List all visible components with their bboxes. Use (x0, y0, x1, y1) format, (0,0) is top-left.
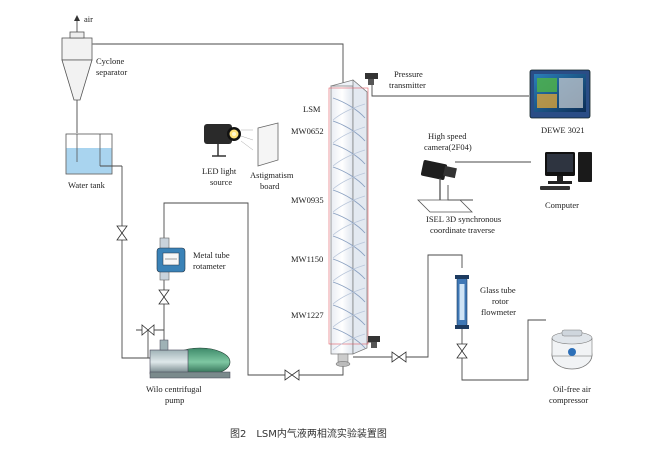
helical-vane-back (332, 333, 366, 351)
pressure-transmitter-bottom (368, 336, 380, 348)
led-label-1: LED light (202, 166, 237, 176)
astigmatism-board (240, 122, 279, 167)
helical-vane-back (332, 218, 366, 236)
dewe-3021-unit (529, 69, 591, 119)
pressure-transmitter-top (365, 73, 378, 85)
camera-label-2: camera(2F04) (424, 142, 472, 152)
pump-label-1: Wilo centrifugal (146, 384, 202, 394)
valve-compressor (456, 343, 468, 359)
cyclone-separator (61, 31, 96, 101)
valve-column-inlet (284, 369, 300, 381)
valve-bypass (141, 324, 155, 336)
helical-vane (332, 258, 366, 280)
pressure-label-2: transmitter (389, 80, 426, 90)
water-tank-label: Water tank (68, 180, 106, 190)
camera-label-1: High speed (428, 131, 467, 141)
helical-vane-back (332, 264, 366, 282)
helical-vane-back (332, 195, 366, 213)
cyclone-label-2: separator (96, 67, 127, 77)
valves (116, 225, 468, 381)
lsm-column (328, 79, 369, 367)
helical-vane (332, 189, 366, 211)
helical-vanes (332, 97, 366, 351)
glass-label-1: Glass tube (480, 285, 516, 295)
isel-label-1: ISEL 3D synchronous (426, 214, 501, 224)
helical-vane-back (332, 172, 366, 190)
valve-rotameter (158, 289, 170, 305)
computer-label: Computer (545, 200, 579, 210)
wilo-centrifugal-pump (149, 339, 231, 379)
led-label-2: source (210, 177, 232, 187)
cyclone-label-1: Cyclone (96, 56, 125, 66)
helical-vane (332, 97, 366, 119)
helical-vane (332, 143, 366, 165)
glass-label-2: rotor (492, 296, 509, 306)
mw0652-label: MW0652 (291, 126, 324, 136)
led-light-source (204, 124, 241, 157)
figure-caption: 图2 LSM内气液两相流实验装置图 (230, 427, 387, 440)
water-tank (65, 133, 122, 175)
mw1150-label: MW1150 (291, 254, 323, 264)
astig-label-2: board (260, 181, 280, 191)
helical-vane (332, 281, 366, 303)
helical-vane (332, 212, 366, 234)
lsm-label: LSM (303, 104, 321, 114)
valve-tank-outlet (116, 225, 128, 241)
computer (540, 152, 592, 190)
mw0935-label: MW0935 (291, 195, 324, 205)
air-label: air (84, 14, 93, 24)
metal-tube-rotameter (156, 237, 186, 281)
helical-vane-back (332, 310, 366, 328)
helical-vane (332, 304, 366, 326)
oil-free-air-compressor (551, 329, 593, 370)
rotameter-label-1: Metal tube (193, 250, 230, 260)
glass-tube-rotor-flowmeter (455, 275, 469, 329)
compressor-label-1: Oil-free air (553, 384, 591, 394)
helical-vane (332, 166, 366, 188)
compressor-label-2: compressor (549, 395, 588, 405)
helical-vane-back (332, 149, 366, 167)
mw1227-label: MW1227 (291, 310, 324, 320)
astig-label-1: Astigmatism (250, 170, 294, 180)
helical-vane-back (332, 126, 366, 144)
glass-label-3: flowmeter (481, 307, 516, 317)
rotameter-label-2: rotameter (193, 261, 226, 271)
pump-label-2: pump (165, 395, 184, 405)
helical-vane-back (332, 287, 366, 305)
isel-label-2: coordinate traverse (430, 225, 495, 235)
helical-vane-back (332, 103, 366, 121)
valve-gas-line (391, 351, 407, 363)
pressure-label-1: Pressure (394, 69, 423, 79)
helical-vane (332, 235, 366, 257)
high-speed-camera (417, 160, 473, 213)
helical-vane-back (332, 241, 366, 259)
helical-vane (332, 327, 366, 349)
helical-vane (332, 120, 366, 142)
dewe-label: DEWE 3021 (541, 125, 585, 135)
